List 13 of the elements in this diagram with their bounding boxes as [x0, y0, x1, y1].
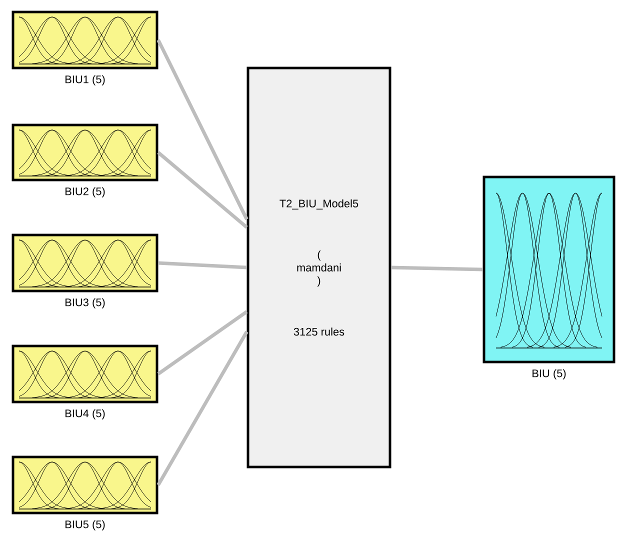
- node-caption: BIU (5): [532, 369, 566, 380]
- node-caption: BIU5 (5): [66, 520, 105, 530]
- connector-line: [391, 266, 483, 272]
- connector-line: [157, 310, 248, 376]
- connector-line: [156, 330, 248, 486]
- model-box: T2_BIU_Model5 ( mamdani ) 3125 rules: [246, 66, 392, 468]
- node-caption: BIU1 (5): [66, 75, 105, 86]
- connector-line: [158, 261, 247, 270]
- node-caption: BIU4 (5): [66, 409, 105, 420]
- connector-line: [157, 151, 248, 229]
- connector-line: [156, 39, 248, 220]
- node-caption: BIU2 (5): [66, 187, 105, 198]
- node-caption: BIU3 (5): [66, 298, 105, 308]
